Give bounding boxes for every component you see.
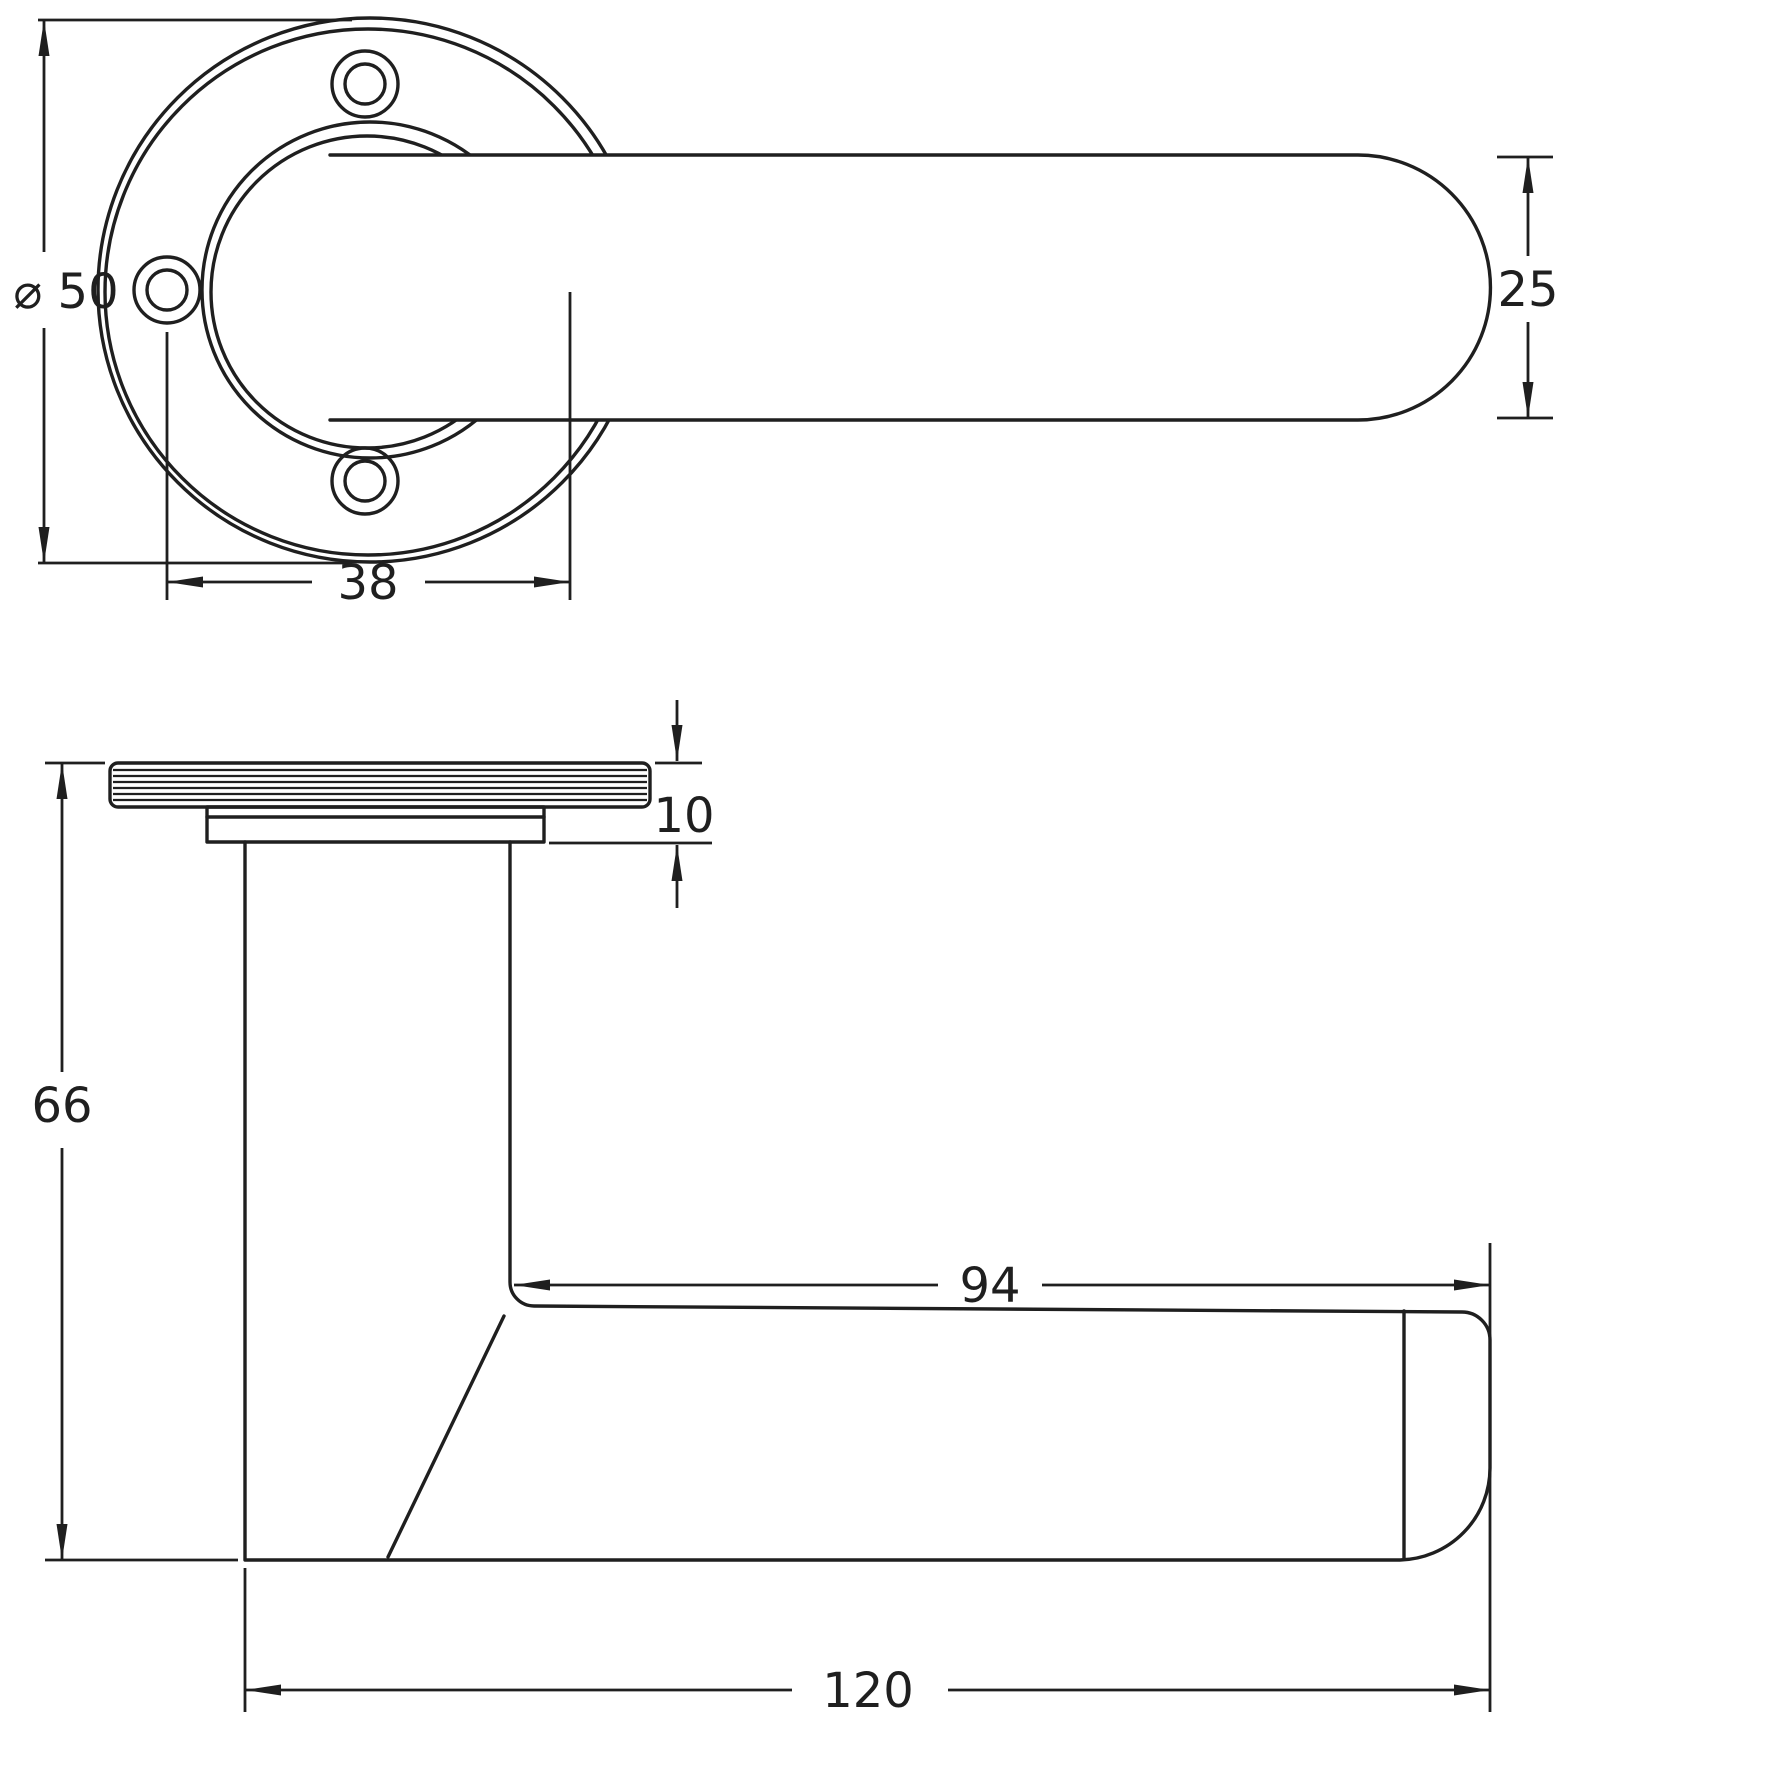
dim-label-grip-length: 94 [959,1258,1020,1314]
dim-label-rose-thickness: 10 [653,788,714,844]
side-view [108,761,1492,1562]
screw-hole-inner [343,459,387,503]
dim-rose-diameter: ⌀ 50 [13,18,352,565]
dim-label-overall-length: 120 [822,1663,914,1719]
screw-hole-top [330,49,400,119]
lever-body-fill [330,155,1491,420]
dim-screw-spacing: 38 [165,292,572,611]
handle-profile-outline [243,840,1492,1562]
screw-hole-outer [132,255,202,325]
screw-hole-left [132,255,202,325]
dim-lever-width: 25 [1497,155,1559,420]
side-view-dimensions: 10 66 94 120 [31,700,1492,1719]
collar-profile [205,805,546,844]
dim-overall-length: 120 [243,1243,1492,1719]
rose-thread-lines [113,768,647,802]
neck-miter-line [386,1314,506,1559]
dim-label-lever-width: 25 [1497,262,1558,318]
screw-hole-inner [145,268,189,312]
lever-body-outline [328,153,1493,422]
screw-hole-inner [343,62,387,106]
dim-projection: 66 [31,761,238,1562]
dim-label-projection: 66 [31,1078,92,1134]
screw-hole-outer [330,49,400,119]
dim-label-screw-spacing: 38 [337,555,398,611]
dim-rose-thickness: 10 [549,700,715,908]
dim-label-rose-diameter: ⌀ 50 [13,264,118,320]
dim-grip-length: 94 [514,1258,1490,1314]
front-view [96,16,1493,564]
front-view-dimensions: ⌀ 50 38 25 [13,18,1559,611]
